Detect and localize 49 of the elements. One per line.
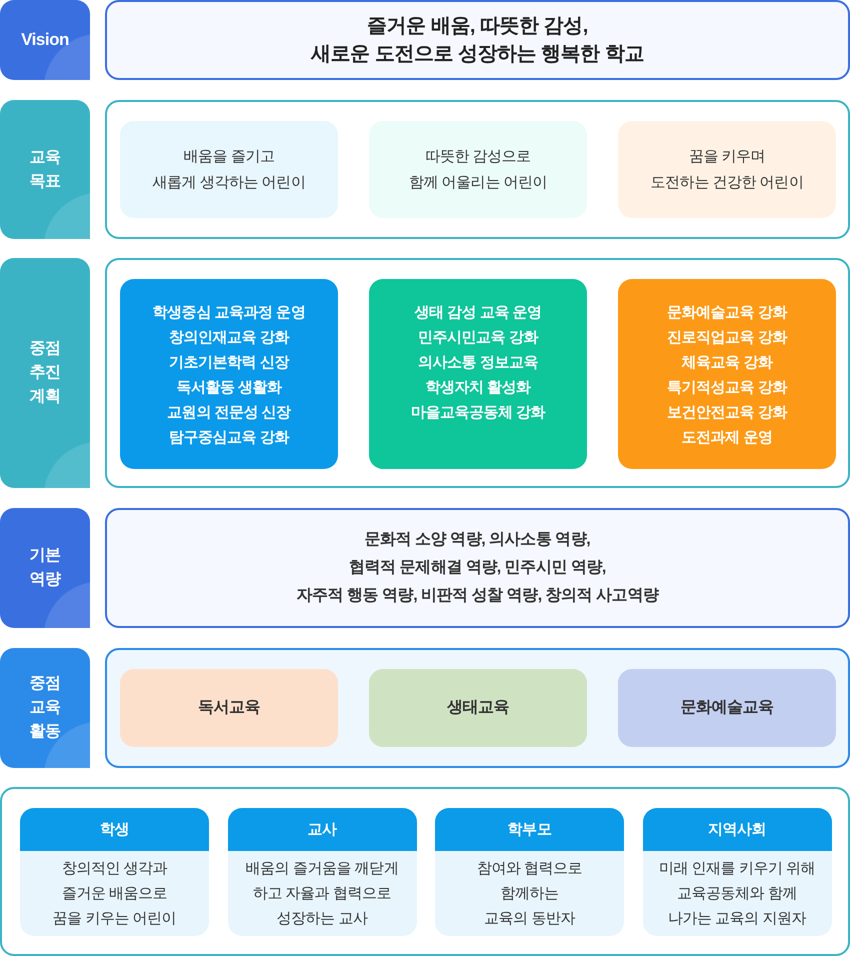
section-panel bbox=[0, 787, 850, 956]
activity-card: 문화예술교육 bbox=[618, 669, 836, 747]
vision-box: 즐거운 배움, 따뜻한 감성, 새로운 도전으로 성장하는 행복한 학교 bbox=[105, 0, 850, 80]
plan-item: 탐구중심교육 강화 bbox=[169, 428, 289, 448]
section-panel bbox=[105, 258, 850, 488]
card-header: 지역사회 bbox=[642, 808, 832, 851]
plan-item: 특기적성교육 강화 bbox=[667, 378, 787, 398]
competency-box: 문화적 소양 역량, 의사소통 역량, 협력적 문제해결 역량, 민주시민 역량, 자주적 행동 역량, 비판적 성찰 역량, 창의적 사고역량 bbox=[105, 508, 850, 628]
section-tab: 기본 역량 bbox=[0, 508, 90, 628]
goal-card: 따뜻한 감성으로 함께 어울리는 어린이 bbox=[369, 121, 587, 218]
activity-card: 독서교육 bbox=[120, 669, 338, 747]
section-tab: Vision bbox=[0, 0, 90, 80]
card-header: 학부모 bbox=[435, 808, 624, 851]
section-tab: 중점 추진 계획 bbox=[0, 258, 90, 488]
plan-item: 체육교육 강화 bbox=[682, 353, 772, 373]
plan-item: 독서활동 생활화 bbox=[176, 378, 282, 398]
plan-item: 기초기본학력 신장 bbox=[169, 353, 289, 373]
card-text: 미래 인재를 키우기 위해 교육공동체와 함께 나가는 교육의 지원자 bbox=[658, 859, 816, 929]
plan-item: 생태 감성 교육 운영 bbox=[414, 303, 542, 323]
card-text: 창의적인 생각과 즐거운 배움으로 꿈을 키우는 어린이 bbox=[52, 859, 176, 929]
goal-card: 꿈을 키우며 도전하는 건강한 어린이 bbox=[618, 121, 836, 218]
plan-item: 창의인재교육 강화 bbox=[169, 328, 289, 348]
section-tab: 교육 목표 bbox=[0, 100, 90, 239]
section-panel bbox=[105, 648, 850, 768]
card-header: 학생 bbox=[20, 808, 209, 851]
section-tab: 중점 교육 활동 bbox=[0, 648, 90, 768]
plan-item: 진로직업교육 강화 bbox=[667, 328, 787, 348]
plan-item: 학생중심 교육과정 운영 bbox=[152, 303, 306, 323]
stakeholder-card bbox=[642, 808, 832, 936]
plan-item: 보건안전교육 강화 bbox=[667, 403, 787, 423]
plan-item: 의사소통 정보교육 bbox=[418, 353, 538, 373]
section-panel bbox=[105, 100, 850, 239]
card-text: 배움의 즐거움을 깨닫게 하고 자율과 협력으로 성장하는 교사 bbox=[246, 859, 398, 929]
goal-card: 배움을 즐기고 새롭게 생각하는 어린이 bbox=[120, 121, 338, 218]
card-text: 참여와 협력으로 함께하는 교육의 동반자 bbox=[476, 859, 582, 929]
plan-item: 마을교육공동체 강화 bbox=[410, 403, 546, 423]
stakeholder-card bbox=[435, 808, 624, 936]
plan-item: 문화예술교육 강화 bbox=[667, 303, 787, 323]
card-header: 교사 bbox=[228, 808, 416, 851]
stakeholder-card bbox=[20, 808, 209, 936]
plan-card bbox=[618, 279, 836, 469]
stakeholder-card bbox=[228, 808, 416, 936]
plan-card bbox=[120, 279, 338, 469]
plan-item: 교원의 전문성 신장 bbox=[167, 403, 291, 423]
plan-item: 학생자치 활성화 bbox=[425, 378, 531, 398]
activity-card: 생태교육 bbox=[369, 669, 587, 747]
plan-card bbox=[369, 279, 587, 469]
plan-item: 도전과제 운영 bbox=[682, 428, 772, 448]
plan-item: 민주시민교육 강화 bbox=[418, 328, 538, 348]
